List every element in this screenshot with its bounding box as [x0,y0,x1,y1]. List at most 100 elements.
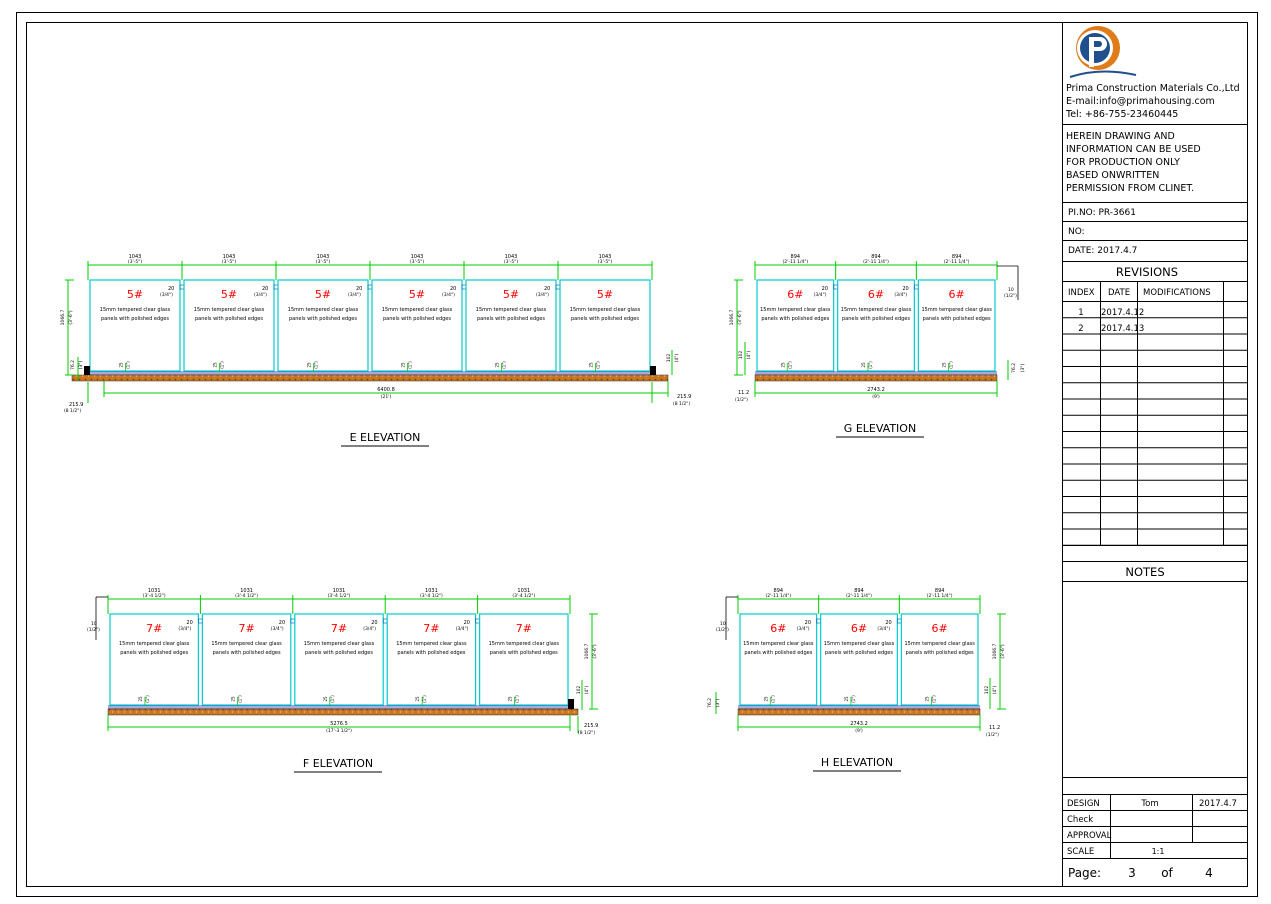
panel-note-line-1: 15mm tempered clear glass [396,641,467,647]
panel-note-line-2: panels with polished edges [842,316,910,322]
left-small-imperial-label: (4") [746,351,752,360]
right-side-imperial-label: (8 1/2") [673,401,690,407]
design-name: Tom [1140,799,1158,809]
panel-note-line-1: 15mm tempered clear glass [824,641,895,647]
panel-note-line-1: 15mm tempered clear glass [304,641,375,647]
panel-width-label: 1031 [148,588,161,594]
panel-width-imperial-label: (3'-4 1/2") [512,593,535,599]
gap-label: 20 [279,620,285,626]
panel-note-line-2: panels with polished edges [101,316,169,322]
panel-mark: 6# [932,622,948,635]
clip-imperial-label: (1") [515,695,520,703]
panel-note-line-1: 15mm tempered clear glass [288,307,359,313]
total-length-imperial-label: (21') [381,394,392,400]
top-left-imperial-label: (1/2") [716,627,729,633]
bottom-right-imperial-label: (1/2") [986,732,999,738]
panel-width-label: 1031 [517,588,530,594]
revision-row-2-index: 2 [1078,324,1083,334]
revision-row-2-date: 2017.4.13 [1101,324,1144,334]
clip-label: 25 [323,696,328,702]
panel-mark: 7# [331,622,347,635]
inner-border [26,22,1248,887]
panel-width-imperial-label: (3'-4 1/2") [235,593,258,599]
gap-marker [273,284,279,290]
right-height-label: 102 [666,354,672,363]
gravel-base [107,708,579,716]
revision-row-1-index: 1 [1078,308,1083,318]
drawing-number: NO: [1068,227,1085,237]
outer-border [16,12,1258,897]
gap-label: 20 [186,620,192,626]
glass-panel [820,613,898,706]
top-left-imperial-label: (1/2") [87,627,100,633]
right-side-label: 215.9 [677,394,691,400]
panel-note-line-2: panels with polished edges [289,316,357,322]
clip-imperial-label: (1") [408,361,413,369]
panel-mark: 6# [770,622,786,635]
glass-panel [756,279,835,372]
glass-panel [201,613,292,706]
panel-note-line-2: panels with polished edges [383,316,451,322]
height-imperial-label: (3'-6") [68,310,74,324]
clip-imperial-label: (1") [868,361,873,369]
panel-mark: 5# [221,288,237,301]
panel-note-line-1: 15mm tempered clear glass [904,641,975,647]
height-label: 1066.7 [992,643,998,659]
clip-label: 25 [844,696,849,702]
total-length-label: 2743.2 [867,387,885,393]
panel-width-imperial-label: (3'-5") [316,259,330,265]
left-small-label: 102 [738,351,744,360]
panel-width-imperial-label: (3'-5") [128,259,142,265]
panel-note-line-2: panels with polished edges [213,650,281,656]
panel-width-imperial-label: (3'-5") [222,259,236,265]
glass-panel [900,613,979,706]
design-label: DESIGN [1067,799,1100,809]
disclaimer-line-5: PERMISSION FROM CLINET. [1066,183,1194,194]
view-title: G ELEVATION [844,422,916,435]
panel-note-line-1: 15mm tempered clear glass [760,307,831,313]
clip-imperial-label: (1") [330,695,335,703]
company-logo [1069,26,1137,78]
clip-imperial-label: (1") [851,695,856,703]
top-right-label: 10 [1008,287,1014,293]
panel-mark: 7# [238,622,254,635]
panel-width-imperial-label: (2'-11 1/4") [863,259,889,265]
height-imperial-label: (3'-6") [737,310,743,324]
notes-title: NOTES [1125,565,1164,579]
height-label: 1066.7 [729,309,735,325]
revisions-title: REVISIONS [1116,265,1178,279]
gap-label: 20 [262,286,268,292]
clip-imperial-label: (1") [770,695,775,703]
panel-width-label: 1031 [333,588,346,594]
panel-mark: 5# [409,288,425,301]
clip-label: 25 [861,362,866,368]
company-tel: Tel: +86-755-23460445 [1065,109,1178,120]
scale-label: SCALE [1067,847,1094,857]
clip-label: 25 [925,696,930,702]
total-length-imperial-label: (17'-3 1/2") [326,728,352,734]
gap-marker [367,284,373,290]
panel-width-label: 1031 [425,588,438,594]
panel-note-line-2: panels with polished edges [305,650,373,656]
small-right-imperial-label: (4") [992,686,998,695]
gap-marker [290,618,296,624]
page-of: of [1161,866,1173,880]
panel-width-imperial-label: (3'-5") [410,259,424,265]
small-right-imperial-label: (4") [584,686,590,695]
panel-note-line-1: 15mm tempered clear glass [100,307,171,313]
small-right-label: 102 [576,686,582,695]
left-side-label: 215.9 [69,402,83,408]
clip-imperial-label: (1") [314,361,319,369]
panel-mark: 6# [868,288,884,301]
gap-marker [179,284,185,290]
gap-label: 20 [168,286,174,292]
gap-imperial-label: (3/4") [442,292,455,298]
gap-imperial-label: (3/4") [178,626,191,632]
height-imperial-label: (3'-6") [592,644,598,658]
clip-label: 25 [138,696,143,702]
pi-number: PI.NO: PR-3661 [1068,208,1136,218]
side-label: 215.9 [584,723,598,729]
total-length-label: 6400.8 [377,387,395,393]
right-post-imperial-label: (3") [1020,364,1026,373]
